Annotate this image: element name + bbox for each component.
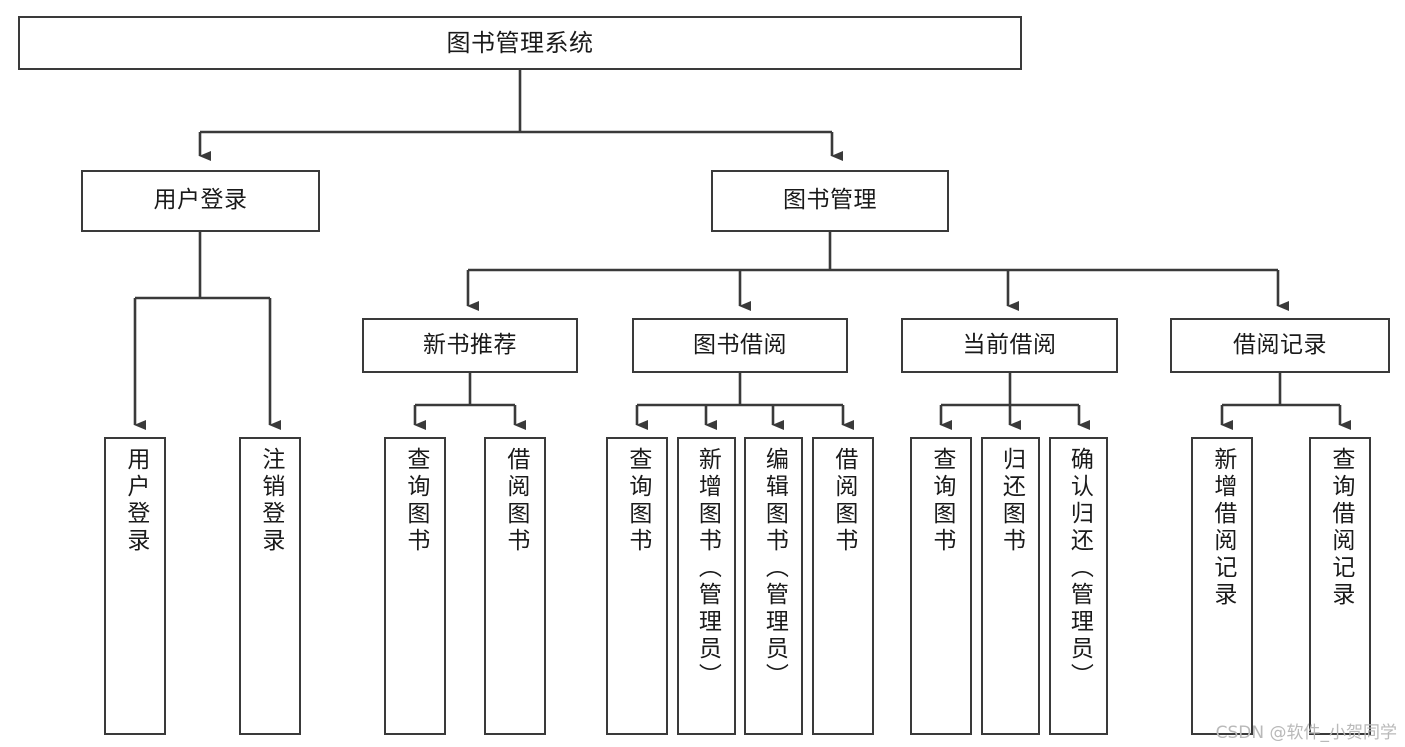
node-label: 注销登录 (257, 447, 284, 555)
node-root-system[interactable]: 图书管理系统 (18, 16, 1022, 70)
leaf-current-return-book[interactable]: 归还图书 (981, 437, 1040, 735)
node-book-management[interactable]: 图书管理 (711, 170, 949, 232)
node-label: 用户登录 (153, 187, 248, 214)
node-label: 图书管理 (783, 187, 877, 214)
node-book-borrow[interactable]: 图书借阅 (632, 318, 848, 373)
leaf-current-query-book[interactable]: 查询图书 (910, 437, 972, 735)
node-label: 图书借阅 (693, 331, 787, 358)
node-label: 新书推荐 (423, 331, 517, 358)
leaf-record-add-record[interactable]: 新增借阅记录 (1191, 437, 1253, 735)
node-label: 确认归还（管理员） (1066, 447, 1093, 690)
leaf-recommend-borrow-book[interactable]: 借阅图书 (484, 437, 546, 735)
node-label: 查询图书 (402, 447, 429, 555)
leaf-record-query-record[interactable]: 查询借阅记录 (1309, 437, 1371, 735)
node-label: 用户登录 (122, 447, 149, 555)
node-label: 查询图书 (928, 447, 955, 555)
leaf-current-confirm-return-admin[interactable]: 确认归还（管理员） (1049, 437, 1108, 735)
leaf-user-login-logout[interactable]: 注销登录 (239, 437, 301, 735)
leaf-borrow-edit-book-admin[interactable]: 编辑图书（管理员） (744, 437, 803, 735)
node-borrow-record[interactable]: 借阅记录 (1170, 318, 1390, 373)
node-label: 当前借阅 (962, 331, 1057, 358)
node-current-borrow[interactable]: 当前借阅 (901, 318, 1118, 373)
node-label: 借阅图书 (830, 447, 857, 555)
node-label: 查询图书 (624, 447, 651, 555)
csdn-watermark: CSDN @软件_小贺同学 (1215, 723, 1397, 743)
leaf-borrow-add-book-admin[interactable]: 新增图书（管理员） (677, 437, 736, 735)
node-label: 新增图书（管理员） (694, 447, 721, 690)
leaf-borrow-query-book[interactable]: 查询图书 (606, 437, 668, 735)
node-label: 编辑图书（管理员） (761, 447, 788, 690)
node-label: 借阅图书 (502, 447, 529, 555)
leaf-user-login-login[interactable]: 用户登录 (104, 437, 166, 735)
node-label: 归还图书 (998, 447, 1025, 555)
node-label: 图书管理系统 (446, 28, 594, 57)
node-label: 借阅记录 (1233, 331, 1327, 358)
node-user-login[interactable]: 用户登录 (81, 170, 320, 232)
node-new-book-recommend[interactable]: 新书推荐 (362, 318, 578, 373)
node-label: 查询借阅记录 (1327, 447, 1354, 609)
leaf-borrow-borrow-book[interactable]: 借阅图书 (812, 437, 874, 735)
node-label: 新增借阅记录 (1209, 447, 1236, 609)
leaf-recommend-query-book[interactable]: 查询图书 (384, 437, 446, 735)
